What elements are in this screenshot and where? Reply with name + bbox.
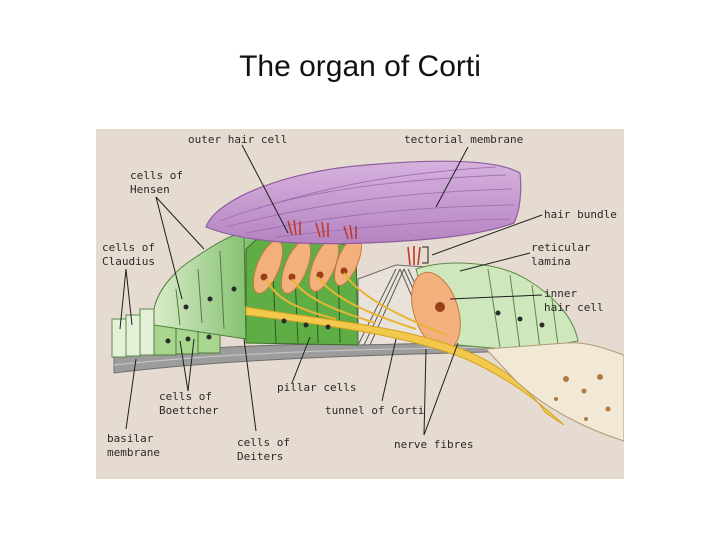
nerve-fibres (245, 306, 565, 426)
diagram-illustration (96, 129, 624, 479)
tectorial-membrane (205, 160, 522, 245)
label-cells-of-deiters: cells of Deiters (237, 436, 290, 463)
label-tectorial-membrane: tectorial membrane (404, 133, 524, 146)
label-cells-of-boettcher: cells of Boettcher (159, 390, 219, 417)
cell-nuclei (165, 286, 545, 344)
label-tunnel-of-corti: tunnel of Corti (325, 404, 425, 417)
label-pillar-cells: pillar cells (277, 381, 357, 394)
hair-bundles (287, 219, 421, 266)
spiral-lamina (484, 342, 624, 442)
reticular-lamina-bracket (422, 246, 429, 264)
label-hair-bundle: hair bundle (544, 208, 617, 221)
label-cells-of-claudius: cells of Claudius (102, 241, 155, 268)
label-reticular-lamina: reticular lamina (531, 241, 591, 268)
leader-lines (119, 144, 543, 436)
outer-hair-cell-nuclei (260, 267, 348, 281)
slide-title: The organ of Corti (239, 50, 481, 83)
label-cells-of-hensen: cells of Hensen (130, 169, 183, 196)
label-outer-hair-cell: outer hair cell (188, 133, 288, 146)
label-basilar-membrane: basilar membrane (107, 432, 160, 459)
organ-of-corti-diagram: outer hair cell tectorial membrane cells… (96, 129, 624, 479)
label-nerve-fibres: nerve fibres (394, 438, 474, 451)
label-inner-hair-cell: inner hair cell (544, 287, 604, 314)
